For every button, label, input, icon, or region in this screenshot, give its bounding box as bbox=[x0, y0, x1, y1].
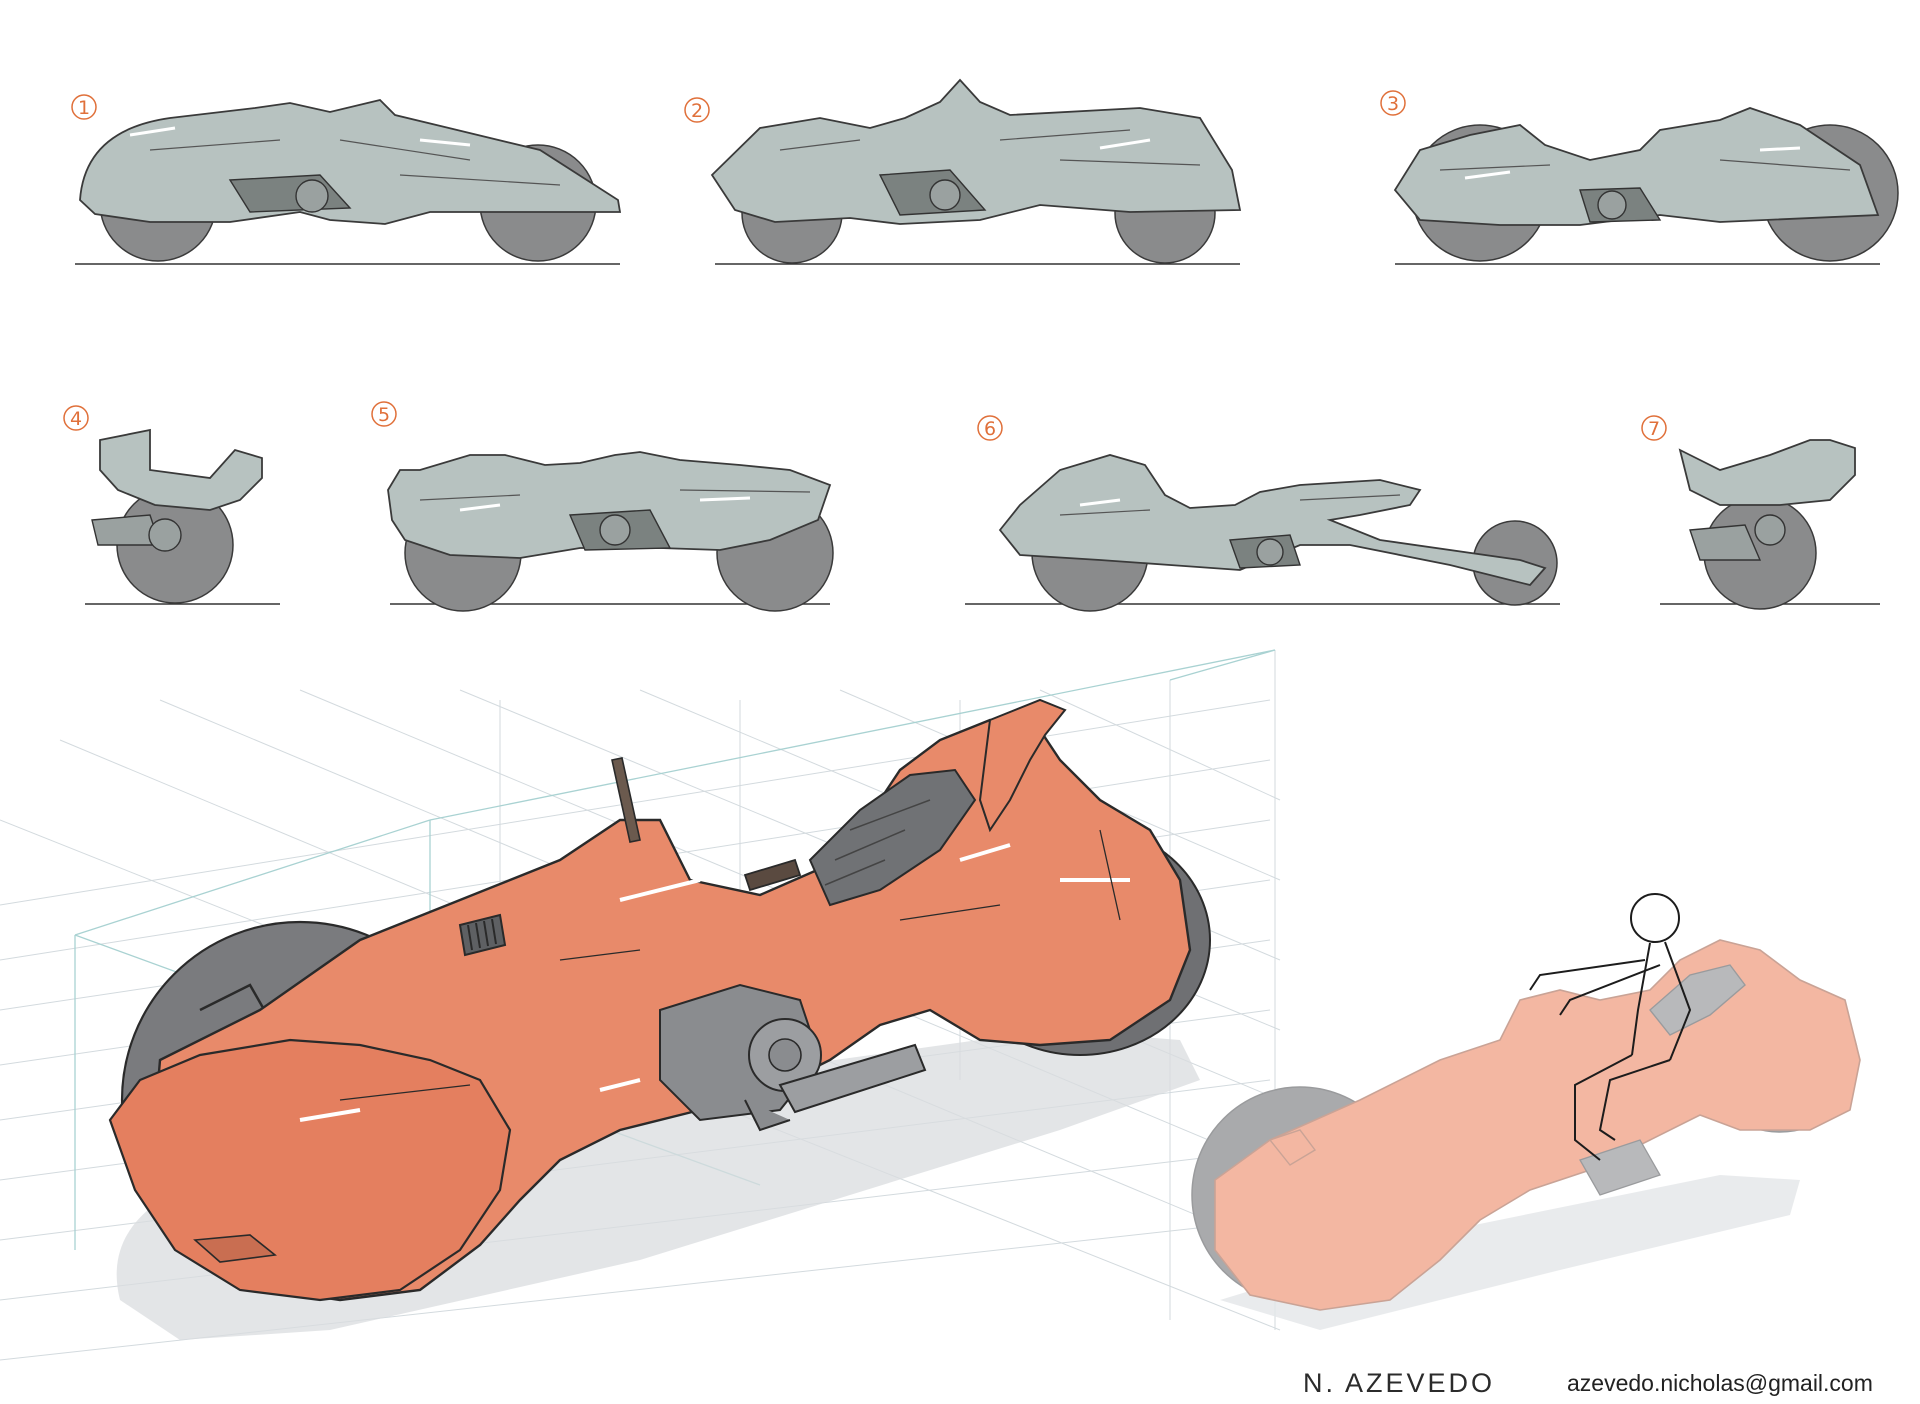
thumbnail-7: 7 bbox=[1641, 415, 1880, 610]
hero-bike bbox=[108, 698, 1211, 1340]
bike-body bbox=[1393, 107, 1880, 226]
hero-tail bbox=[978, 698, 1067, 833]
thumbnail-number-5: 5 bbox=[378, 404, 390, 426]
hero-front-fairing bbox=[108, 1038, 512, 1302]
bike-body bbox=[79, 99, 622, 225]
hero-vent-grille bbox=[458, 913, 507, 957]
hero-exhaust bbox=[778, 1043, 927, 1114]
stick-rider bbox=[1529, 893, 1692, 1161]
thumbnail-number-6: 6 bbox=[984, 418, 996, 440]
ghost-body bbox=[1214, 939, 1861, 1311]
thumbnail-number-3: 3 bbox=[1387, 93, 1399, 115]
thumbnail-5: 5 bbox=[371, 401, 834, 612]
hero-seat bbox=[808, 768, 977, 907]
thumbnail-number-1: 1 bbox=[78, 97, 90, 119]
artist-email: azevedo.nicholas@gmail.com bbox=[1567, 1370, 1873, 1396]
thumbnail-number-2: 2 bbox=[691, 100, 703, 122]
thumbnail-3: 3 bbox=[1380, 90, 1899, 265]
thumbnail-2: 2 bbox=[684, 78, 1242, 265]
hero-handlebar bbox=[743, 858, 802, 892]
artist-signature: N. AZEVEDO bbox=[1303, 1368, 1496, 1398]
thumbnail-6: 6 bbox=[965, 415, 1560, 612]
ghost-seat bbox=[1649, 964, 1746, 1036]
thumbnail-number-7: 7 bbox=[1648, 418, 1660, 440]
ghost-bike bbox=[1191, 893, 1861, 1330]
thumbnail-4: 4 bbox=[63, 405, 280, 605]
rider-head bbox=[1630, 893, 1680, 943]
thumbnail-1: 1 bbox=[71, 94, 622, 265]
bike-body bbox=[99, 428, 263, 511]
bike-body bbox=[387, 451, 832, 559]
thumbnail-number-4: 4 bbox=[70, 408, 82, 430]
bike-body bbox=[1678, 439, 1856, 506]
bike-body bbox=[710, 78, 1242, 225]
